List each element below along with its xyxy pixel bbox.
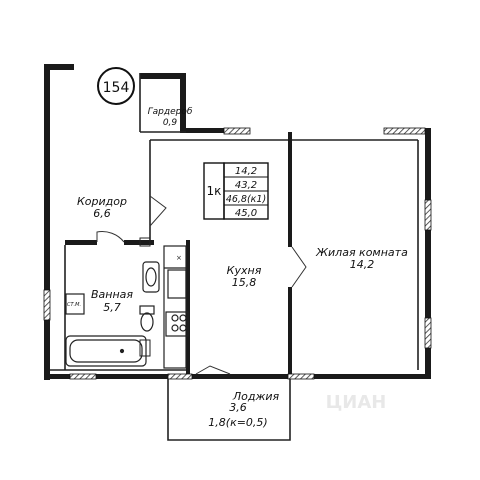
bathroom-name: Ванная [91, 288, 133, 301]
toilet-icon [139, 305, 155, 332]
washer-label: СТ.М. [67, 302, 81, 308]
watermark-text: ЦИАН [326, 392, 387, 413]
apartment-type: 1к [207, 184, 222, 198]
water-riser-icon [139, 237, 151, 357]
svg-text:×: × [176, 254, 182, 262]
kitchen-counter: × [163, 245, 187, 369]
wardrobe-name: Гардероб [148, 107, 193, 117]
living-room-name: Жилая комната [315, 246, 408, 259]
bathroom-area: 5,7 [103, 301, 121, 314]
area-living: 14,2 [235, 166, 257, 177]
loggia-name: Лоджия [232, 390, 280, 403]
apartment-number: 154 [103, 80, 130, 96]
corridor-area: 6,6 [93, 207, 111, 220]
area-reduced: 45,0 [235, 208, 257, 219]
apartment-number-badge: 154 [97, 67, 135, 105]
stove-icon [165, 311, 189, 337]
loggia-reduced-area: 1,8(к=0,5) [208, 416, 267, 429]
kitchen-name: Кухня [227, 264, 262, 277]
inner-lines [50, 73, 419, 441]
apartment-summary: 1к 14,2 43,2 46,8(к1) 45,0 [203, 162, 269, 220]
loggia-area: 3,6 [229, 401, 247, 414]
doors [96, 195, 307, 375]
area-with-loggia: 46,8(к1) [226, 194, 266, 205]
corridor-name: Коридор [77, 195, 127, 208]
washing-machine-icon [65, 293, 85, 315]
living-room-area: 14,2 [350, 258, 375, 271]
walls [44, 64, 431, 380]
windows [43, 127, 432, 380]
kitchen-area: 15,8 [232, 276, 257, 289]
wardrobe-area: 0,9 [163, 118, 178, 128]
sink-icon [142, 261, 160, 293]
bathtub-icon [65, 335, 147, 367]
area-total: 43,2 [235, 180, 257, 191]
